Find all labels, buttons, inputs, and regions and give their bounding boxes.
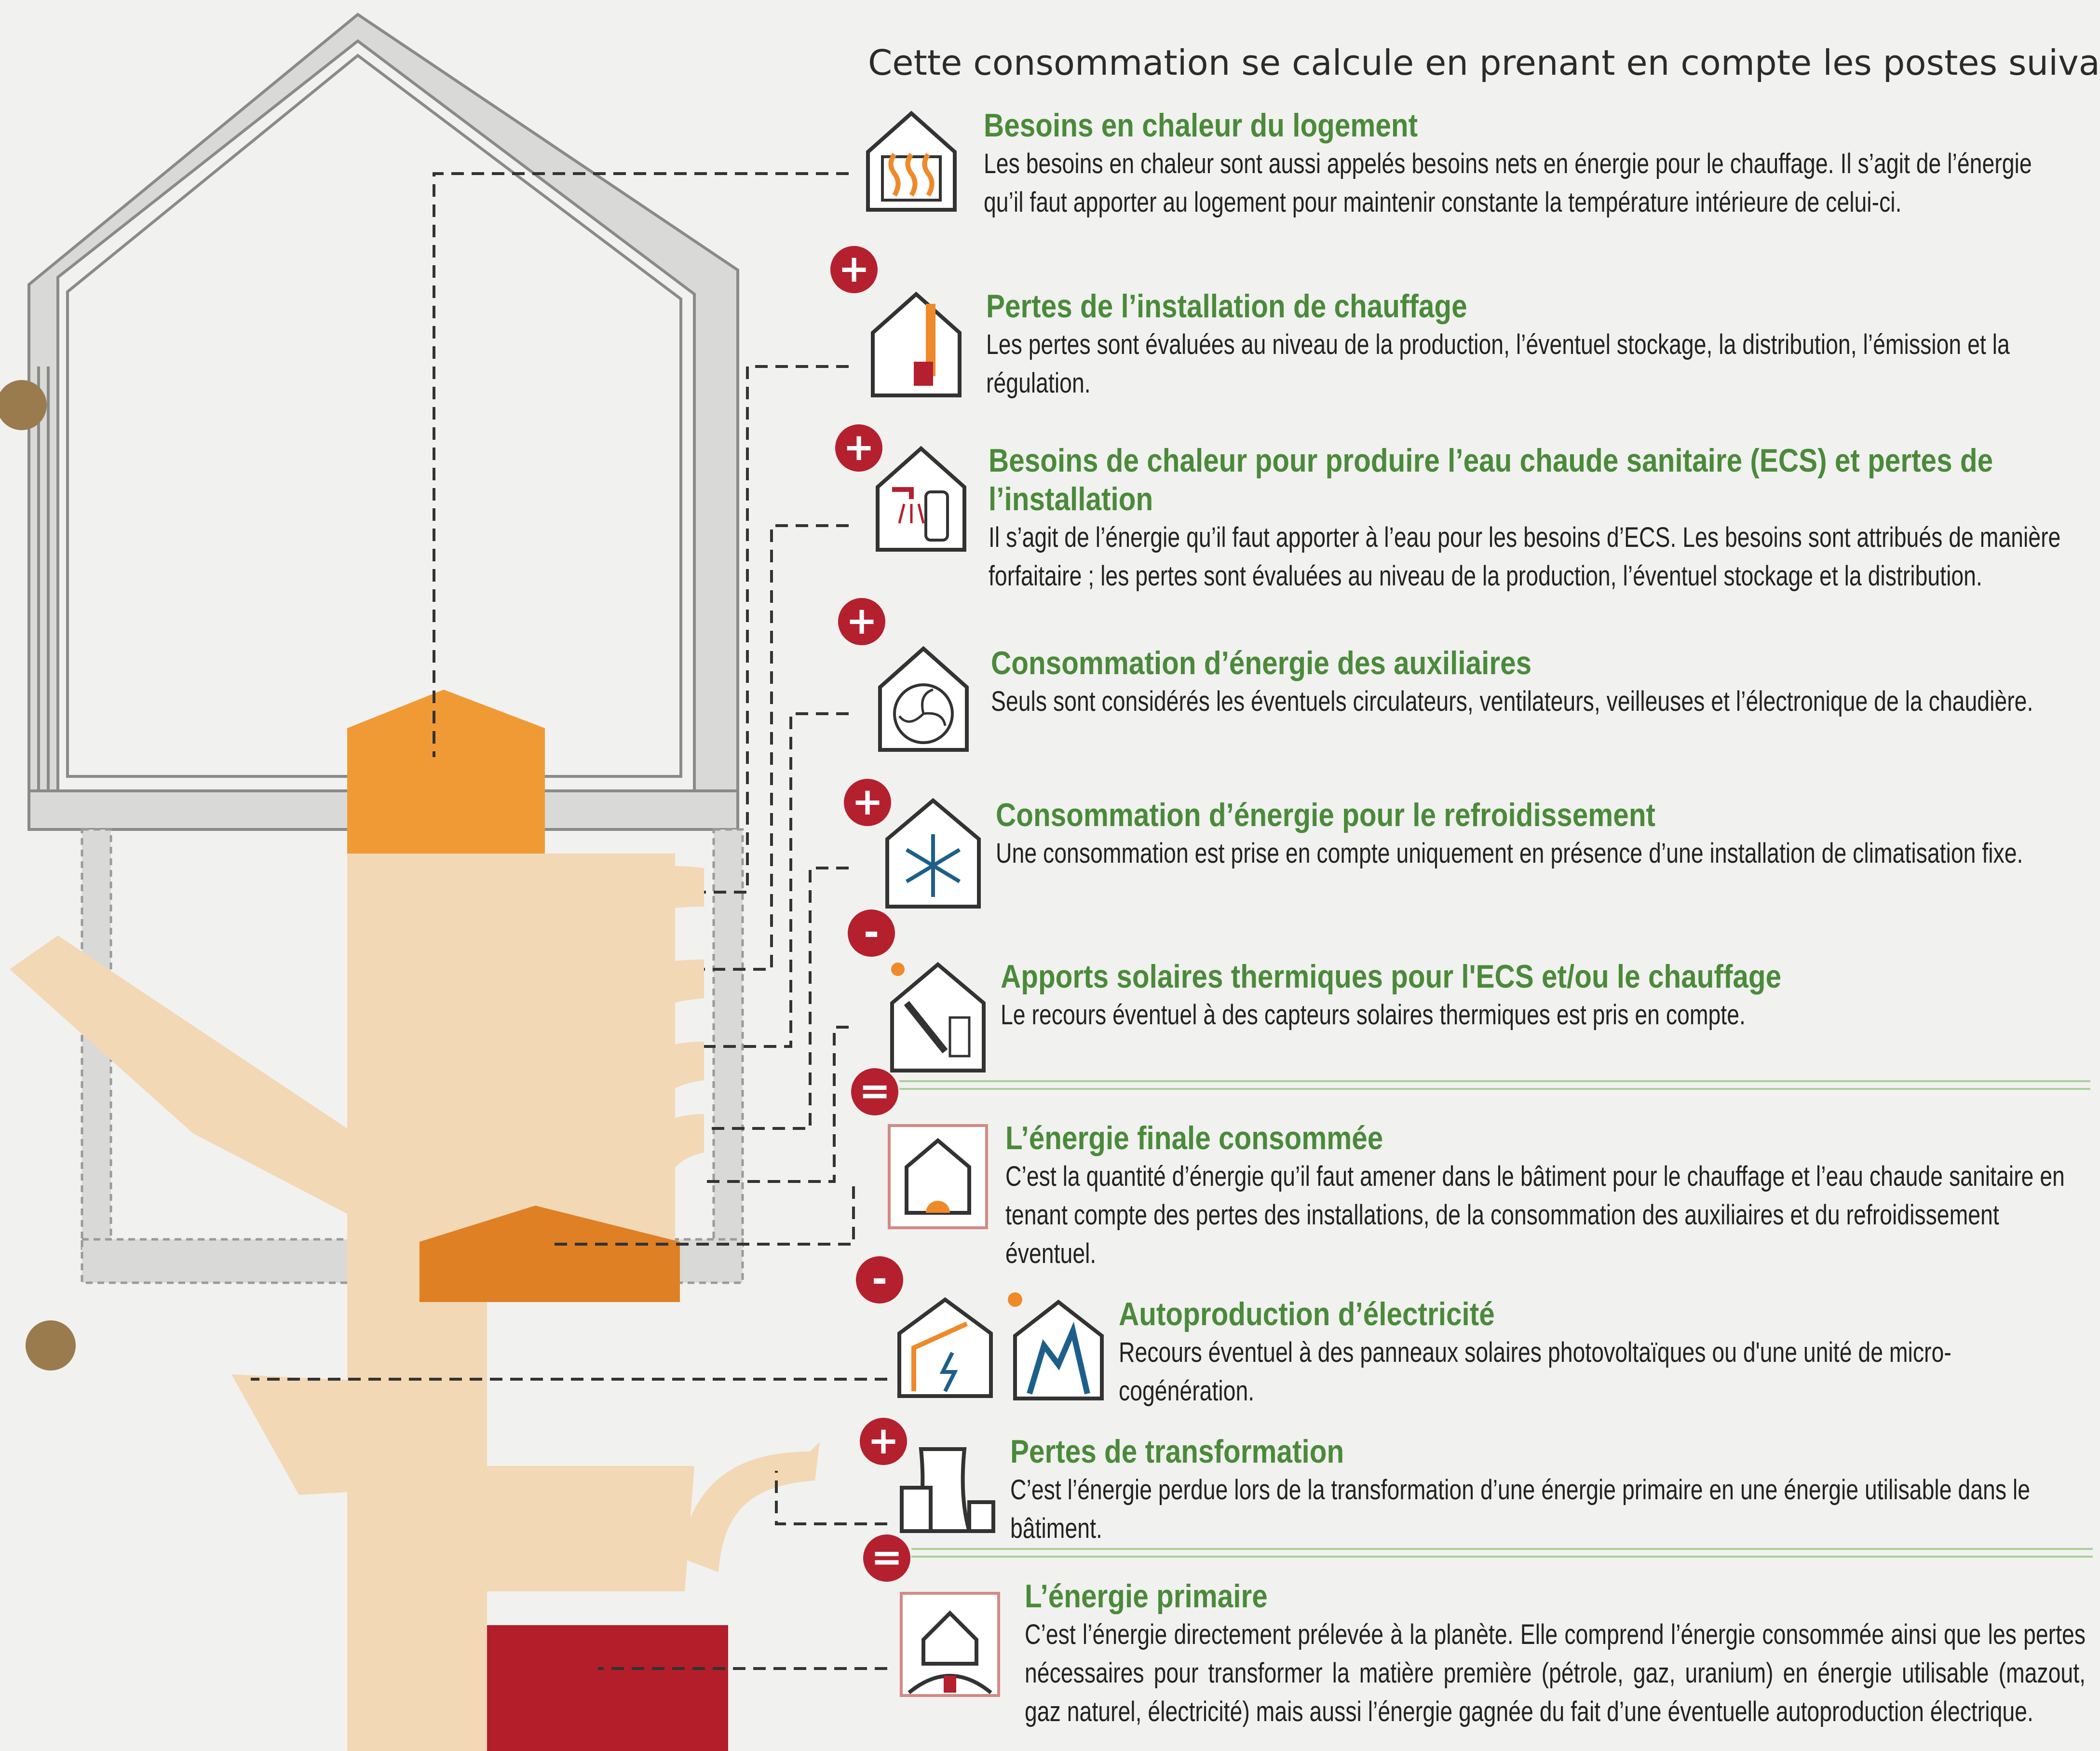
item-desc: C’est l’énergie directement prélevée à l… — [1025, 1619, 2086, 1727]
item-title: L’énergie finale consommée — [1005, 1120, 1383, 1156]
operator-minus: - — [856, 1256, 903, 1303]
item-title: L’énergie primaire — [1025, 1578, 1268, 1615]
item-title: Consommation d’énergie des auxiliaires — [991, 645, 1532, 681]
house-energy-icon — [888, 1124, 988, 1229]
item-desc: Recours éventuel à des panneaux solaires… — [1119, 1337, 1951, 1407]
item-title: Pertes de transformation — [1010, 1433, 1344, 1470]
item-transformation-losses: Pertes de transformation C’est l’énergie… — [1010, 1432, 2071, 1548]
wall-bolt — [26, 1320, 76, 1371]
energy-flow-diagram — [0, 13, 887, 1751]
item-dhw-needs: Besoins de chaleur pour produire l’eau c… — [989, 441, 2073, 596]
item-desc: Une consommation est prise en compte uni… — [996, 838, 2023, 869]
separator-line — [911, 1548, 2093, 1558]
power-plant-icon — [900, 1447, 995, 1533]
item-desc: C’est la quantité d’énergie qu’il faut a… — [1005, 1161, 2065, 1269]
item-self-production: Autoproduction d’électricité Recours éve… — [1119, 1295, 2035, 1411]
item-heat-needs: Besoins en chaleur du logement Les besoi… — [984, 106, 2045, 222]
operator-plus: + — [860, 1418, 907, 1465]
item-cooling: Consommation d’énergie pour le refroidis… — [996, 796, 2081, 873]
operator-plus: + — [835, 424, 882, 472]
connector-lines — [251, 172, 887, 1670]
item-desc: Le recours éventuel à des capteurs solai… — [1001, 999, 1746, 1031]
photovoltaic-icon — [1008, 1292, 1104, 1400]
item-desc: Il s’agit de l’énergie qu’il faut apport… — [989, 522, 2061, 592]
operator-plus: + — [844, 779, 891, 826]
operator-plus: + — [838, 598, 885, 645]
item-heating-losses: Pertes de l’installation de chauffage Le… — [986, 287, 2047, 403]
item-auxiliaries: Consommation d’énergie des auxiliaires S… — [991, 644, 2076, 721]
item-title: Besoins de chaleur pour produire l’eau c… — [989, 442, 1993, 517]
item-desc: Les besoins en chaleur sont aussi appelé… — [984, 148, 2032, 218]
wall-bolt — [0, 380, 47, 430]
snowflake-icon — [885, 798, 981, 909]
item-title: Pertes de l’installation de chauffage — [986, 288, 1467, 325]
item-title: Besoins en chaleur du logement — [984, 107, 1418, 144]
separator-line — [899, 1080, 2090, 1090]
item-solar-thermal: Apports solaires thermiques pour l'ECS e… — [1001, 957, 2086, 1034]
item-title: Consommation d’énergie pour le refroidis… — [996, 797, 1656, 833]
operator-equals: = — [851, 1068, 898, 1115]
item-title: Autoproduction d’électricité — [1119, 1296, 1495, 1332]
planet-house-icon — [900, 1592, 1000, 1697]
hot-water-tank-icon — [876, 446, 966, 552]
intro-text: Cette consommation se calcule en prenant… — [868, 42, 2100, 83]
heat-waves-icon — [866, 110, 957, 212]
operator-equals: = — [863, 1534, 910, 1582]
operator-minus: - — [848, 909, 895, 957]
fan-icon — [878, 646, 969, 752]
energy-flow — [10, 690, 820, 1751]
solar-heat-panel-icon — [897, 1297, 993, 1398]
item-final-energy: L’énergie finale consommée C’est la quan… — [1005, 1119, 2090, 1273]
operator-plus: + — [830, 246, 878, 293]
item-desc: Les pertes sont évaluées au niveau de la… — [986, 329, 2010, 399]
item-title: Apports solaires thermiques pour l'ECS e… — [1001, 958, 1782, 995]
solar-collector-icon — [890, 962, 986, 1072]
heating-boiler-icon — [871, 291, 962, 397]
item-primary-energy: L’énergie primaire C’est l’énergie direc… — [1025, 1577, 2086, 1731]
item-desc: C’est l’énergie perdue lors de la transf… — [1010, 1474, 2031, 1544]
item-desc: Seuls sont considérés les éventuels circ… — [991, 686, 2033, 717]
